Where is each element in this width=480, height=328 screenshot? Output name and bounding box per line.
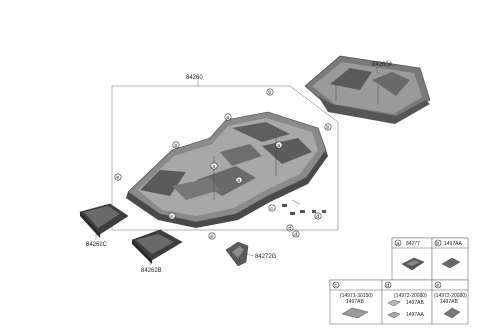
callout-a-left[interactable]: a [172, 141, 180, 149]
legend-icon-1497AA [441, 257, 461, 269]
rear-carpet[interactable] [304, 55, 431, 124]
legend-callout-b: b [434, 239, 442, 247]
svg-text:a: a [396, 241, 399, 247]
svg-text:b: b [268, 90, 271, 96]
legend-code-a: 84277 [406, 241, 420, 247]
label-front-left-piece: 84262C [86, 242, 108, 248]
svg-text:a: a [212, 164, 215, 170]
callout-d-3[interactable]: d [292, 230, 300, 238]
front-right-piece[interactable] [131, 229, 183, 264]
legend-callout-a: a [394, 239, 402, 247]
svg-text:d: d [386, 283, 389, 289]
legend-icon-84277 [401, 257, 425, 271]
label-small-bracket: 84272G [255, 254, 277, 260]
legend-table-bottom: c d e (14971-30150) 1497AB (14972-20080)… [329, 279, 469, 325]
callout-e-bottom[interactable]: e [208, 232, 216, 240]
svg-text:d: d [288, 226, 291, 232]
svg-text:e: e [170, 214, 173, 220]
clip-fasteners [282, 199, 326, 215]
svg-text:a: a [277, 143, 280, 149]
callout-c[interactable]: c [268, 204, 276, 212]
legend-icon-e [443, 307, 461, 319]
label-main-carpet: 84260 [186, 75, 203, 81]
legend-d-line1: (14972-20080) [394, 293, 427, 299]
label-front-right-piece: 84262B [141, 268, 162, 274]
svg-text:e: e [210, 234, 213, 240]
legend-code-b: 1497AA [444, 241, 462, 247]
svg-text:a: a [226, 115, 229, 121]
svg-text:b: b [436, 241, 439, 247]
legend-icon-d2 [387, 311, 401, 319]
legend-c-line1: (14971-30150) [340, 293, 373, 299]
legend-d-line2: 1497AB [406, 300, 424, 306]
callout-a-mid[interactable]: a [224, 113, 232, 121]
callout-b-top[interactable]: b [266, 88, 274, 96]
legend-c-line2: 1497AB [346, 299, 364, 305]
svg-text:a: a [237, 178, 240, 184]
legend-table-top: a 84277 b 1497AA [391, 237, 469, 281]
svg-text:b: b [326, 125, 329, 131]
svg-text:e: e [436, 283, 439, 289]
callout-e-left[interactable]: e [114, 173, 122, 181]
legend-e-line1: (14972-20080) [434, 293, 467, 299]
callout-e-lower[interactable]: e [168, 212, 176, 220]
legend-callout-c: c [332, 281, 340, 289]
small-bracket[interactable] [225, 241, 249, 267]
svg-text:c: c [334, 283, 337, 289]
legend-d-line3: 1497AA [406, 312, 424, 318]
svg-text:a: a [174, 143, 177, 149]
callout-b-right[interactable]: b [324, 123, 332, 131]
callout-a-lower[interactable]: a [210, 162, 218, 170]
svg-text:c: c [270, 206, 273, 212]
callout-d-1[interactable]: d [314, 212, 322, 220]
label-rear-carpet: 84260A [372, 62, 393, 68]
legend-e-line2: 1497AB [440, 299, 458, 305]
main-carpet[interactable] [126, 111, 328, 228]
legend-callout-d: d [384, 281, 392, 289]
svg-text:d: d [294, 232, 297, 238]
callout-a-center[interactable]: a [235, 176, 243, 184]
front-left-piece[interactable] [79, 203, 129, 238]
legend-callout-e: e [434, 281, 442, 289]
svg-text:e: e [116, 175, 119, 181]
svg-text:d: d [316, 214, 319, 220]
legend-icon-c [341, 307, 369, 319]
callout-a-right[interactable]: a [275, 141, 283, 149]
legend-icon-d1 [387, 299, 401, 307]
callout-d-2[interactable]: d [286, 224, 294, 232]
